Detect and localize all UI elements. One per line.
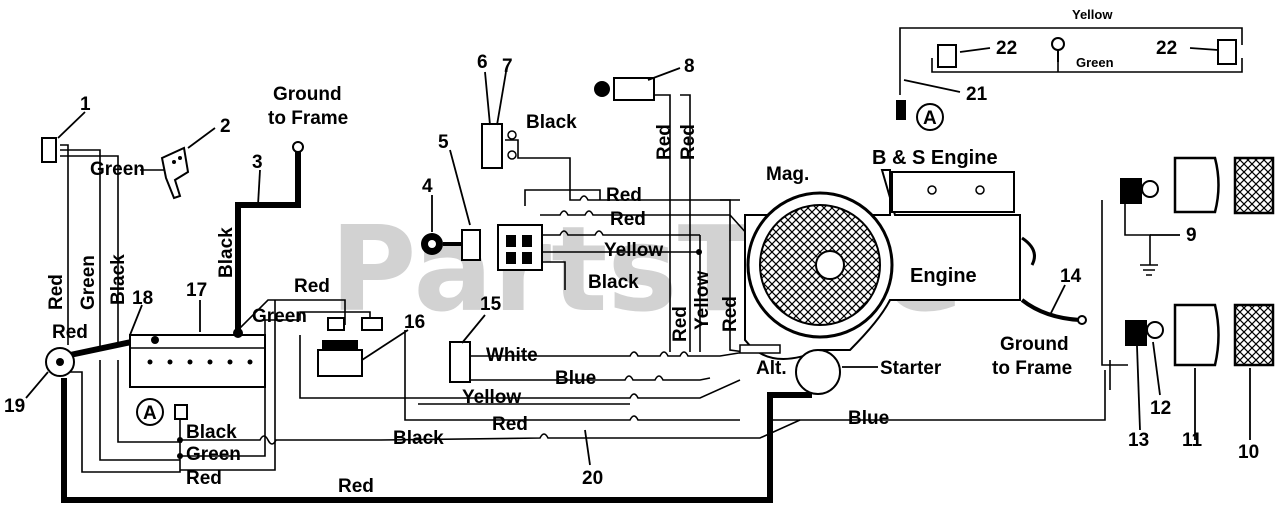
callout-19: 19 — [4, 396, 25, 417]
wire-label-red-vertical-b: Red — [678, 124, 699, 160]
wire-label-red-vertical-d: Red — [720, 296, 741, 332]
wire-label-red-vertical-c: Red — [670, 306, 691, 342]
wire-label-green-bottom: Green — [186, 444, 241, 465]
wire-label-black-ignition: Black — [588, 272, 639, 293]
wire-label-red-bottom: Red — [186, 468, 222, 489]
callout-numbers: 1 2 3 4 5 6 7 8 9 10 11 12 13 14 15 16 1… — [4, 38, 1259, 489]
wire-label-red-relay: Red — [294, 276, 330, 297]
wire-label-blue-mid: Blue — [555, 368, 596, 389]
connector-a-left: A — [143, 403, 157, 424]
wire-label-black-lower: Black — [393, 428, 444, 449]
callout-2: 2 — [220, 116, 231, 137]
wire-label-green-relay: Green — [252, 306, 307, 327]
callout-20: 20 — [582, 468, 603, 489]
ground-to-frame-engine-line1: Ground — [1000, 334, 1069, 355]
callout-22-right: 22 — [1156, 38, 1177, 59]
callout-3: 3 — [252, 152, 263, 173]
callout-6: 6 — [477, 52, 488, 73]
wire-label-red-18: Red — [52, 322, 88, 343]
bs-engine-label: B & S Engine — [872, 147, 998, 169]
callout-15: 15 — [480, 294, 502, 315]
connector-a-right: A — [923, 108, 937, 129]
wire-label-red-cable: Red — [338, 476, 374, 497]
mag-label: Mag. — [766, 164, 809, 185]
wire-label-red-2: Red — [610, 209, 646, 230]
wire-label-yellow-top: Yellow — [1072, 7, 1113, 22]
wire-label-black-cable: Black — [216, 227, 237, 278]
wire-label-yellow-ignition: Yellow — [604, 240, 663, 261]
callout-12: 12 — [1150, 398, 1171, 419]
callout-21: 21 — [966, 84, 988, 105]
component-labels: Ground to Frame Mag. B & S Engine Engine… — [268, 84, 1072, 379]
component-shapes — [41, 37, 1275, 459]
callout-8: 8 — [684, 56, 695, 77]
wire-label-yellow-lower: Yellow — [462, 387, 521, 408]
ground-to-frame-top-line2: to Frame — [268, 108, 348, 129]
callout-5: 5 — [438, 132, 449, 153]
callout-11: 11 — [1182, 430, 1203, 451]
callout-17: 17 — [186, 280, 207, 301]
wire-label-blue-lower: Blue — [848, 408, 889, 429]
battery-cable-ground — [235, 150, 301, 330]
wire-label-black-bottom: Black — [186, 422, 237, 443]
wire-label-white: White — [486, 345, 538, 366]
wire-label-green-top: Green — [90, 159, 145, 180]
callout-4: 4 — [422, 176, 433, 197]
wire-label-green-top-right: Green — [1076, 55, 1114, 70]
callout-1: 1 — [80, 94, 91, 115]
engine-label: Engine — [910, 265, 977, 287]
callout-9: 9 — [1186, 225, 1197, 246]
callout-22-left: 22 — [996, 38, 1017, 59]
alt-label: Alt. — [756, 358, 787, 379]
wire-label-red-1: Red — [606, 185, 642, 206]
callout-13: 13 — [1128, 430, 1149, 451]
callout-14: 14 — [1060, 266, 1082, 287]
wire-label-red-vertical-a: Red — [654, 124, 675, 160]
callout-18: 18 — [132, 288, 153, 309]
thin-wires — [60, 27, 1243, 473]
wire-label-black-switch: Black — [526, 112, 577, 133]
starter-label: Starter — [880, 358, 942, 379]
ground-to-frame-engine-line2: to Frame — [992, 358, 1072, 379]
callout-10: 10 — [1238, 442, 1259, 463]
callout-leaders — [25, 47, 1251, 466]
wire-label-red-vertical: Red — [46, 274, 67, 310]
wire-label-black-vertical: Black — [108, 254, 129, 305]
wire-labels: Green Red Green Black Black Red Red Gree… — [46, 7, 1114, 497]
red-battery-cable — [61, 378, 812, 503]
callout-16: 16 — [404, 312, 425, 333]
callout-7: 7 — [502, 56, 513, 77]
wire-label-red-lower: Red — [492, 414, 528, 435]
ground-to-frame-top-line1: Ground — [273, 84, 342, 105]
wire-label-green-vertical: Green — [78, 255, 99, 310]
wire-label-yellow-vertical: Yellow — [692, 271, 713, 330]
